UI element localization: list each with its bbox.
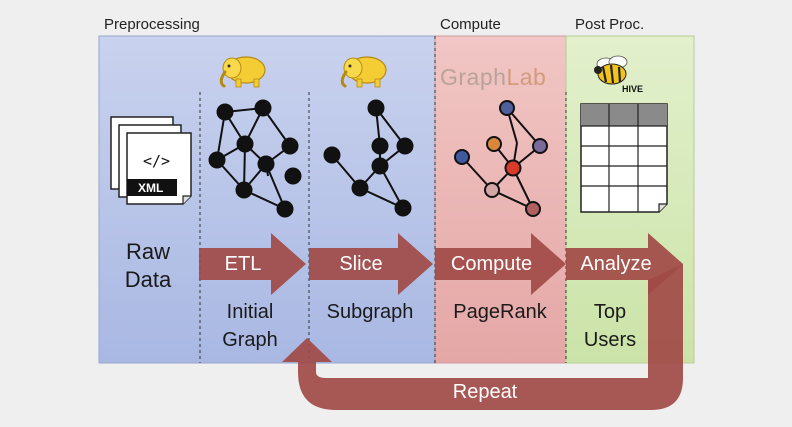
hive-bee-icon (594, 55, 628, 85)
subgraph-graph (323, 99, 414, 217)
hadoop-elephant-icon (219, 56, 266, 88)
hadoop-elephant-icon (340, 56, 387, 88)
xml-tag-glyph: </> (143, 152, 171, 170)
initial-graph-label: Initial Graph (222, 301, 278, 351)
top-users-label: Top Users (583, 301, 637, 351)
section-label-post-proc: Post Proc. (575, 16, 645, 33)
subgraph-label: Subgraph (326, 301, 414, 323)
compute-label: Compute (450, 253, 533, 275)
etl-label: ETL (224, 253, 262, 275)
slice-label: Slice (339, 253, 383, 275)
xml-document-icon (110, 116, 192, 205)
etl-arrow (199, 233, 306, 295)
repeat-arrow (282, 264, 683, 410)
pagerank-graph (454, 100, 548, 217)
analyze-label: Analyze (580, 253, 652, 275)
compute-arrow (435, 233, 566, 295)
hive-logo-text: HIVE (622, 84, 644, 94)
compute-panel (434, 35, 567, 364)
initial-graph (208, 99, 302, 218)
repeat-label: Repeat (452, 381, 518, 403)
xml-label: XML (138, 181, 164, 195)
section-label-compute: Compute (440, 16, 501, 33)
slice-arrow (309, 233, 433, 295)
table-icon (580, 103, 668, 213)
raw-data-label: Raw Data (124, 239, 172, 292)
graphlab-logo: GraphLab (440, 64, 547, 90)
section-label-preprocessing: Preprocessing (104, 16, 200, 33)
pagerank-label: PageRank (453, 301, 547, 323)
